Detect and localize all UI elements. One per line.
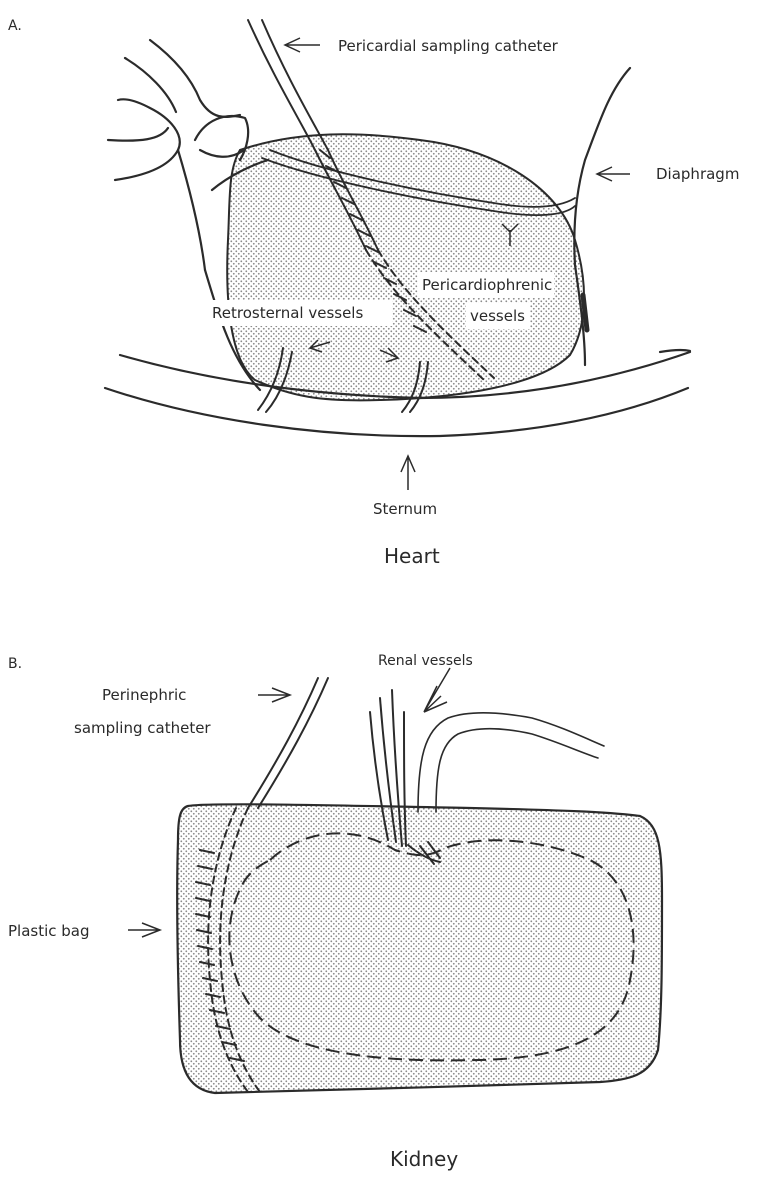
bent-tube xyxy=(418,713,604,812)
label-pericardial-catheter: Pericardial sampling catheter xyxy=(338,37,559,55)
caption-kidney: Kidney xyxy=(390,1147,458,1171)
arrow-renal-vessels xyxy=(424,668,450,712)
panel-a-letter: A. xyxy=(8,18,22,34)
caption-heart: Heart xyxy=(384,544,440,568)
arrow-diaphragm xyxy=(597,167,630,181)
label-renal-vessels: Renal vessels xyxy=(378,653,473,669)
label-perinephric-2: sampling catheter xyxy=(74,719,211,737)
label-pericardiophrenic-1: Pericardiophrenic xyxy=(422,276,552,294)
panel-a: A. xyxy=(8,18,739,568)
label-pericardiophrenic-2: vessels xyxy=(470,307,525,325)
arrow-perinephric xyxy=(258,688,290,702)
label-perinephric-1: Perinephric xyxy=(102,686,186,704)
plastic-bag xyxy=(177,804,662,1093)
panel-b-letter: B. xyxy=(8,656,22,672)
diaphragm xyxy=(574,68,630,365)
arrow-sternum xyxy=(401,456,415,490)
label-retrosternal: Retrosternal vessels xyxy=(212,304,363,322)
panel-b: B. xyxy=(8,653,662,1171)
label-plastic-bag: Plastic bag xyxy=(8,922,90,940)
label-sternum: Sternum xyxy=(373,500,437,518)
label-diaphragm: Diaphragm xyxy=(656,165,739,183)
arrow-pericardial-catheter xyxy=(285,38,320,52)
arrow-plastic-bag xyxy=(128,923,160,937)
